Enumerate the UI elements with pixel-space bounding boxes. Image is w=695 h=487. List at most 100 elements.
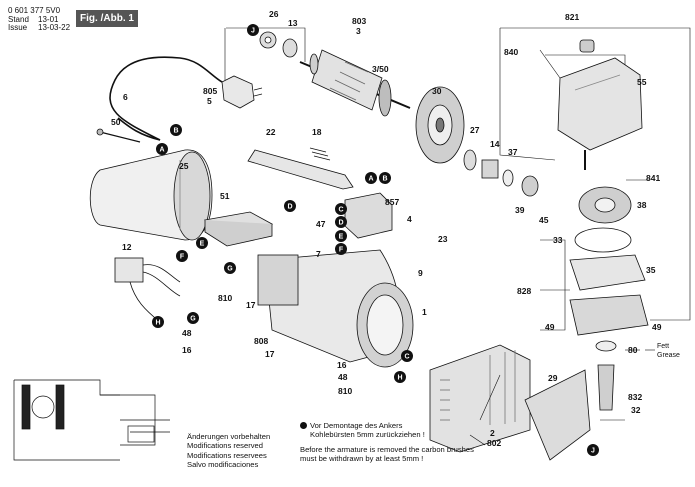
grease-note-de: Fett [657,343,669,350]
change-notice-line: Änderungen vorbehalten [187,432,271,441]
marker-g: G [227,266,233,273]
callout: 50 [111,117,121,127]
callout: 808 [254,336,268,346]
ring-icon [463,149,477,171]
warning-de-line2: Kohlebürsten 5mm zurückziehen ! [310,430,425,440]
callout: 5 [207,96,212,106]
bearing-icon [282,38,298,58]
marker-a: A [159,147,164,154]
callout: 51 [220,191,230,201]
callout: 35 [646,265,656,275]
callout: 22 [266,127,276,137]
callout: 810 [338,386,352,396]
callout: 810 [218,293,232,303]
pinion-icon [521,175,539,197]
callout: 3 [356,26,361,36]
callout: 37 [508,147,518,157]
callout: 26 [269,9,279,19]
callout: 821 [565,12,579,22]
bearing-icon [481,159,499,179]
change-notice: Änderungen vorbehalten Modifications res… [187,432,270,470]
callout: 55 [637,77,647,87]
callout: 17 [265,349,275,359]
marker-j: J [251,28,255,35]
callout: 29 [548,373,558,383]
gear-head [557,39,643,151]
callout: 38 [637,200,647,210]
callout: 4 [407,214,412,224]
callout: 14 [490,139,500,149]
callout: 48 [182,328,192,338]
callout: 47 [316,219,326,229]
callout: 13 [288,18,298,28]
callout: 828 [517,286,531,296]
callout: 45 [539,215,549,225]
change-notice-line: Modifications reserved [187,441,263,451]
power-cable [109,56,223,141]
marker-c: C [404,354,409,361]
marker-f: F [339,247,344,254]
warning-en-line1: Before the armature is removed the carbo… [300,444,474,454]
doc-number: 0 601 377 5V0 [8,6,61,15]
armature [299,49,411,117]
callout: 17 [246,300,256,310]
callout: 9 [418,268,423,278]
marker-a: A [368,176,373,183]
callout: 16 [182,345,192,355]
marker-d: D [338,220,343,227]
callout: 30 [432,86,442,96]
plug-icon [221,75,255,109]
stand-label: Stand [8,15,29,24]
callout: 2 [490,428,495,438]
marker-h: H [155,320,160,327]
stator [429,344,531,453]
bearing-flange [569,294,649,336]
marker-f: F [180,254,185,261]
wiring-diagram [7,379,179,461]
suppressor-block [114,257,144,283]
callout: 25 [179,161,189,171]
callout: 857 [385,197,399,207]
gasket [569,254,646,291]
callout: 32 [631,405,641,415]
issue-value: 13-03-22 [38,23,71,32]
figure-label: Fig. /Abb. 1 [76,10,138,27]
warning-dot-icon [300,422,307,429]
o-ring-icon [574,227,632,253]
callout: 832 [628,392,642,402]
callout: 33 [553,235,563,245]
switch-rod [247,149,354,190]
warning-de-line1: Vor Demontage des Ankers [310,421,403,430]
callout: 840 [504,47,518,57]
screw-icon [99,131,141,143]
callout: 3/50 [372,64,389,74]
marker-d: D [287,204,292,211]
callout: 1 [422,307,427,317]
callout: 6 [123,92,128,102]
callout: 49 [652,322,662,332]
callout: 27 [470,125,480,135]
change-notice-line: Salvo modificaciones [187,460,259,470]
spindle [597,364,615,411]
marker-b: B [382,176,387,183]
callout: 803 [352,16,366,26]
callout: 18 [312,127,322,137]
stand-value: 13-01 [38,15,59,24]
armature-warning: Vor Demontage des Ankers Kohlebürsten 5m… [300,421,474,464]
callout: 841 [646,173,660,183]
marker-b: B [173,128,178,135]
callout: 16 [337,360,347,370]
marker-e: E [200,241,205,248]
callout: 7 [316,249,321,259]
callout: 39 [515,205,525,215]
marker-g: G [190,316,196,323]
callout: 49 [545,322,555,332]
callout: 805 [203,86,217,96]
callout: 23 [438,234,448,244]
marker-c: C [338,207,343,214]
issue-label: Issue [8,23,28,32]
guard [524,369,591,461]
change-notice-line: Modifications reservees [187,450,267,460]
